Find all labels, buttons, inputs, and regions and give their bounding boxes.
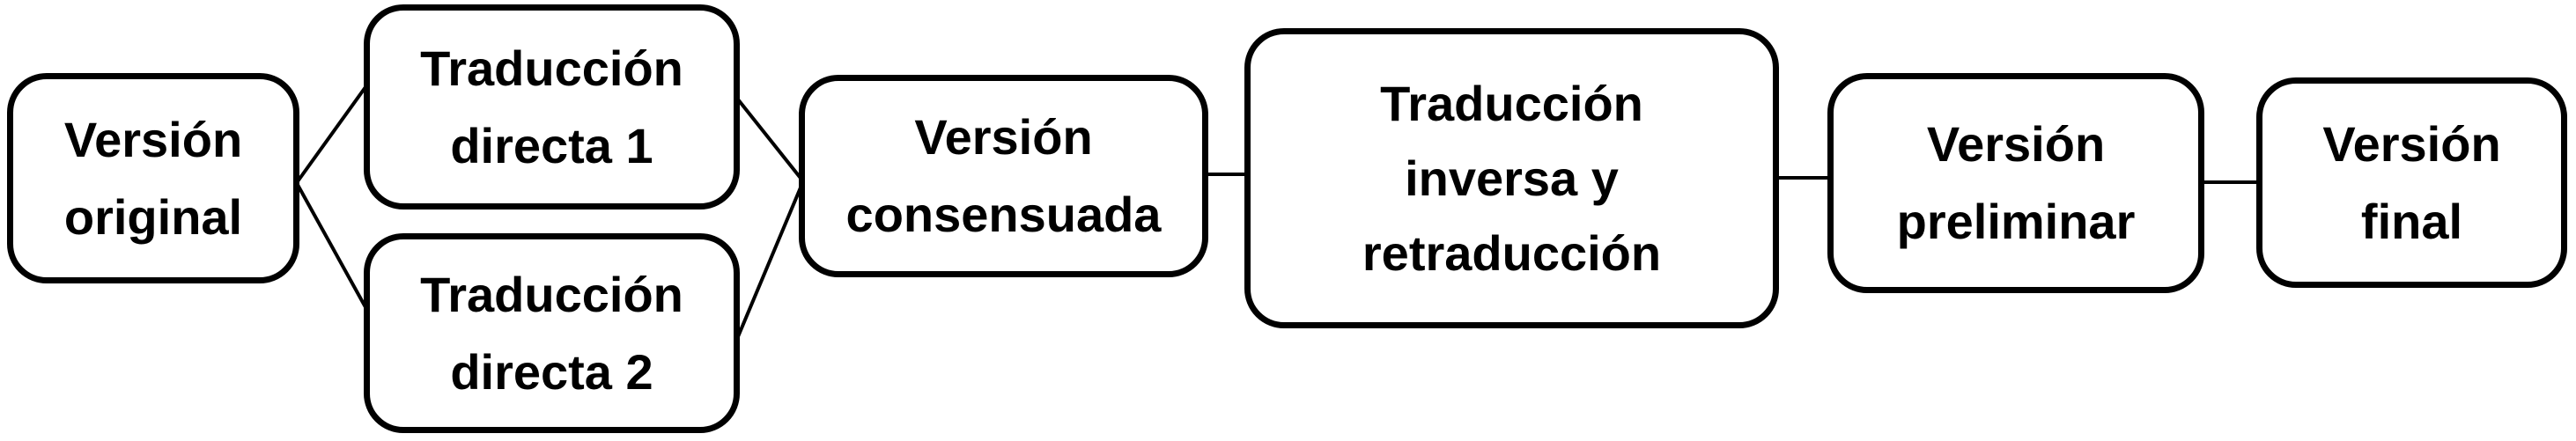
node-traduccion-directa-2: Traducción directa 2 [364, 233, 740, 433]
edge-original-directa1 [296, 79, 372, 183]
edge-original-directa2 [296, 184, 372, 316]
node-traduccion-directa-1: Traducción directa 1 [364, 4, 740, 209]
node-version-preliminar: Versión preliminar [1827, 73, 2204, 293]
edge-directa1-consensuada [733, 93, 805, 183]
node-version-final: Versión final [2256, 77, 2567, 288]
node-traduccion-inversa-retraduccion: Traducción inversa y retraducción [1244, 28, 1779, 328]
node-version-original: Versión original [7, 73, 299, 283]
edge-directa2-consensuada [733, 180, 805, 346]
node-version-consensuada: Versión consensuada [799, 75, 1208, 277]
